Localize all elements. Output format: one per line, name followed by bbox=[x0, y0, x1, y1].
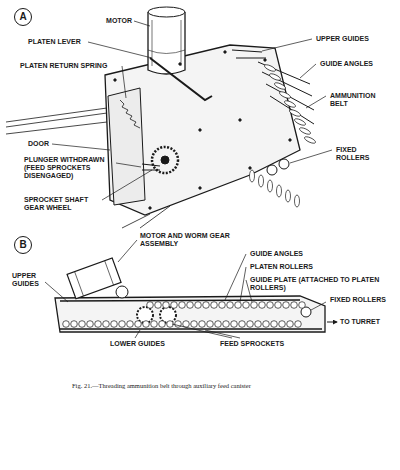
part-label: FIXED ROLLERS bbox=[336, 146, 386, 162]
part-label: UPPER GUIDES bbox=[12, 272, 52, 288]
part-label: FEED SPROCKETS bbox=[220, 340, 310, 348]
part-label: GUIDE PLATE (ATTACHED TO PLATEN ROLLERS) bbox=[250, 276, 390, 292]
part-label: FIXED ROLLERS bbox=[330, 296, 390, 304]
part-label: DOOR bbox=[28, 140, 58, 148]
part-label: LOWER GUIDES bbox=[110, 340, 190, 348]
part-label: PLATEN LEVER bbox=[28, 38, 108, 46]
panel-letter-circle: A bbox=[14, 8, 32, 26]
figure-caption: Fig. 21.—Threading ammunition belt throu… bbox=[72, 382, 251, 389]
part-label: PLATEN RETURN SPRING bbox=[20, 62, 124, 70]
panel-letter: B bbox=[19, 240, 26, 250]
part-label: PLUNGER WITHDRAWN (FEED SPROCKETS DISENG… bbox=[24, 156, 114, 180]
canister-view-a bbox=[6, 7, 316, 228]
panel-letter-circle: B bbox=[14, 236, 32, 254]
part-label: MOTOR AND WORM GEAR ASSEMBLY bbox=[140, 232, 240, 248]
part-label: TO TURRET bbox=[340, 318, 396, 326]
part-label: UPPER GUIDES bbox=[316, 35, 396, 43]
part-label: PLATEN ROLLERS bbox=[250, 263, 350, 271]
part-label: MOTOR bbox=[92, 17, 132, 25]
part-label: GUIDE ANGLES bbox=[320, 60, 396, 68]
part-label: GUIDE ANGLES bbox=[250, 250, 350, 258]
part-label: AMMUNITION BELT bbox=[330, 92, 385, 108]
panel-letter: A bbox=[19, 12, 26, 22]
part-label: SPROCKET SHAFT GEAR WHEEL bbox=[24, 196, 100, 212]
